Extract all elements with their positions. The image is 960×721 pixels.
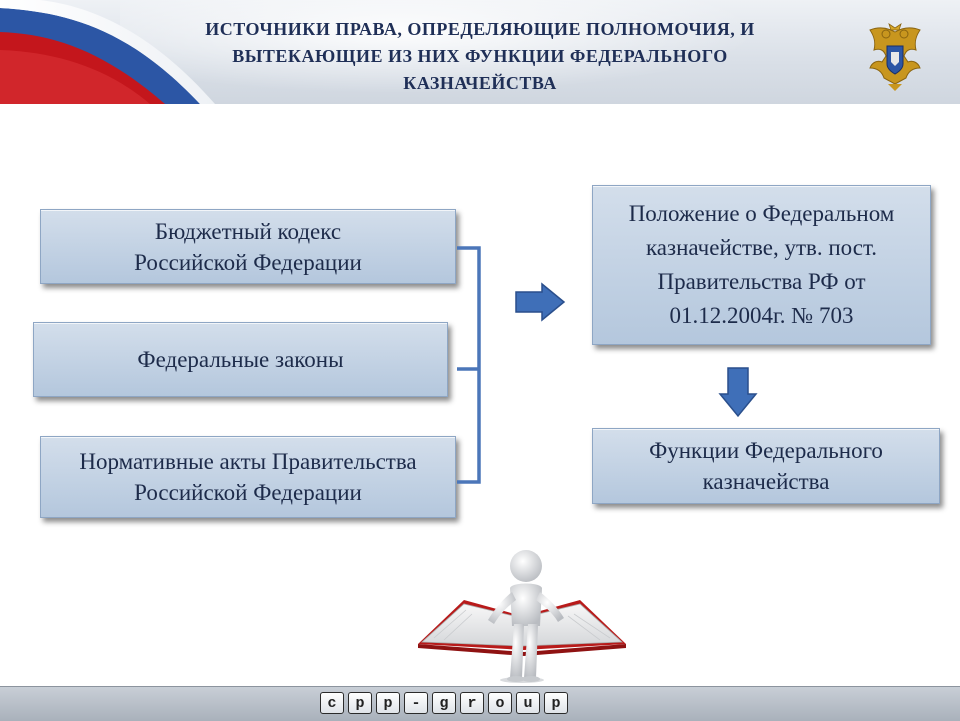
regulation-box: Положение о Федеральном казначействе, ут… bbox=[592, 185, 931, 345]
regulation-line-2: казначействе, утв. пост. bbox=[645, 235, 878, 260]
footer-bar: c p p - g r o u p bbox=[0, 686, 960, 721]
source-budget-code-line-1: Бюджетный кодекс bbox=[154, 218, 342, 244]
footer-key: r bbox=[460, 692, 484, 714]
arrow-down-icon bbox=[718, 367, 758, 418]
footer-key: p bbox=[348, 692, 372, 714]
regulation-line-1: Положение о Федеральном bbox=[628, 201, 895, 226]
title-line-2: ВЫТЕКАЮЩИЕ ИЗ НИХ ФУНКЦИИ ФЕДЕРАЛЬНОГО bbox=[232, 46, 728, 66]
source-federal-laws-line-1: Федеральные законы bbox=[137, 347, 344, 372]
russian-flag-icon bbox=[0, 0, 215, 104]
regulation-line-4: 01.12.2004г. № 703 bbox=[669, 303, 854, 328]
functions-line-1: Функции Федерального bbox=[649, 438, 883, 463]
header-banner: ИСТОЧНИКИ ПРАВА, ОПРЕДЕЛЯЮЩИЕ ПОЛНОМОЧИЯ… bbox=[0, 0, 960, 104]
source-government-acts-line-2: Российской Федерации bbox=[134, 480, 362, 505]
functions-line-2: казначейства bbox=[702, 469, 830, 494]
sources-bracket-connector bbox=[457, 246, 481, 484]
title-line-1: ИСТОЧНИКИ ПРАВА, ОПРЕДЕЛЯЮЩИЕ ПОЛНОМОЧИЯ… bbox=[205, 19, 755, 39]
footer-key-row: c p p - g r o u p bbox=[320, 692, 568, 714]
footer-key: p bbox=[376, 692, 400, 714]
arrow-right-icon bbox=[515, 282, 566, 322]
double-headed-eagle-emblem-icon bbox=[869, 23, 921, 91]
title-line-3: КАЗНАЧЕЙСТВА bbox=[403, 73, 557, 93]
functions-box: Функции Федерального казначейства bbox=[592, 428, 940, 504]
page-title: ИСТОЧНИКИ ПРАВА, ОПРЕДЕЛЯЮЩИЕ ПОЛНОМОЧИЯ… bbox=[150, 16, 810, 97]
footer-key: - bbox=[404, 692, 428, 714]
footer-key: g bbox=[432, 692, 456, 714]
source-box-government-acts: Нормативные акты Правительства Российско… bbox=[40, 436, 456, 518]
source-budget-code-line-2: Российской Федерации bbox=[134, 249, 362, 275]
footer-key: u bbox=[516, 692, 540, 714]
regulation-line-3: Правительства РФ от bbox=[657, 269, 866, 294]
source-box-federal-laws: Федеральные законы bbox=[33, 322, 448, 397]
footer-key: c bbox=[320, 692, 344, 714]
figure-reading-book-illustration bbox=[404, 534, 640, 684]
source-box-budget-code: Бюджетный кодекс Российской Федерации bbox=[40, 209, 456, 284]
header-decoration bbox=[120, 0, 820, 104]
footer-key: p bbox=[544, 692, 568, 714]
source-government-acts-line-1: Нормативные акты Правительства bbox=[79, 449, 417, 474]
footer-key: o bbox=[488, 692, 512, 714]
